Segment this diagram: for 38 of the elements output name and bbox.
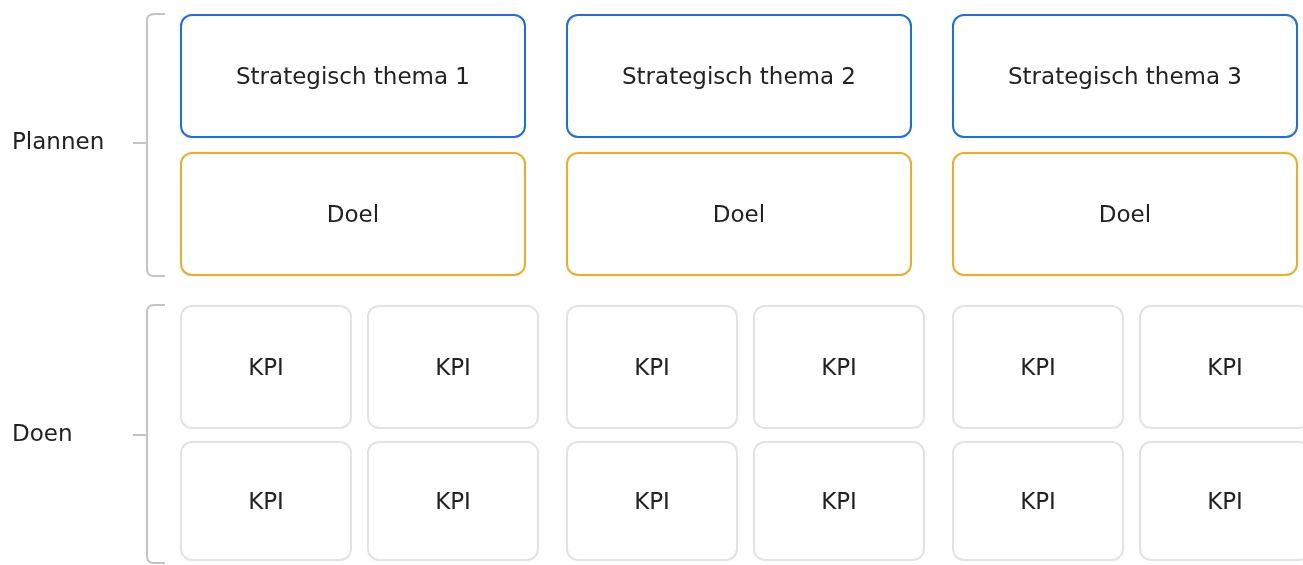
kpi-box (180, 305, 352, 429)
kpi-box (753, 305, 925, 429)
box-label: KPI (435, 488, 471, 514)
kpi-box (180, 441, 352, 561)
box-label: Doel (712, 201, 766, 227)
kpi-box (952, 441, 1124, 561)
box-label: KPI (248, 354, 284, 380)
box-label: Strategisch thema 3 (1007, 63, 1242, 89)
theme-box (180, 14, 526, 138)
goal-box (180, 152, 526, 276)
box-label: KPI (634, 354, 670, 380)
box-label: Strategisch thema 1 (235, 63, 470, 89)
kpi-box (566, 441, 738, 561)
box-label: KPI (1207, 488, 1243, 514)
box-label: Doel (1098, 201, 1152, 227)
box-label: KPI (821, 488, 857, 514)
theme-box (566, 14, 912, 138)
kpi-box (753, 441, 925, 561)
theme-box (952, 14, 1298, 138)
box-label: KPI (435, 354, 471, 380)
box-label: KPI (1020, 354, 1056, 380)
kpi-box (952, 305, 1124, 429)
box-label: KPI (1207, 354, 1243, 380)
kpi-box (566, 305, 738, 429)
box-label: Strategisch thema 2 (621, 63, 856, 89)
box-label: KPI (634, 488, 670, 514)
kpi-box (1139, 305, 1303, 429)
goal-box (566, 152, 912, 276)
box-label: KPI (821, 354, 857, 380)
goal-box (952, 152, 1298, 276)
kpi-box (367, 441, 539, 561)
box-label: KPI (248, 488, 284, 514)
kpi-box (367, 305, 539, 429)
box-label: Doel (326, 201, 380, 227)
kpi-box (1139, 441, 1303, 561)
box-label: KPI (1020, 488, 1056, 514)
row-group-label: Plannen (12, 128, 105, 154)
row-group-label: Doen (12, 420, 73, 446)
